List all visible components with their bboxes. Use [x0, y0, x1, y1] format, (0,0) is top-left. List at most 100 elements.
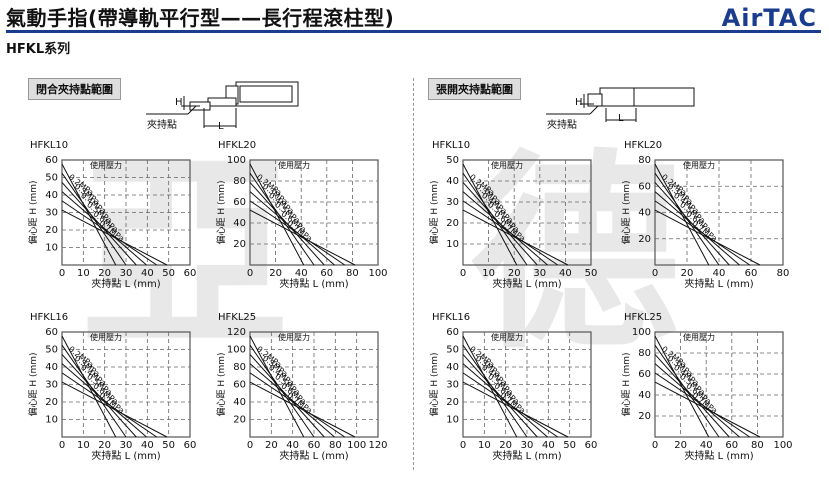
x-tick-label: 20 [98, 440, 111, 451]
y-tick-label: 80 [638, 348, 651, 359]
x-tick-label: 40 [542, 440, 555, 451]
x-tick-label: 60 [320, 268, 333, 279]
pressure-curve [462, 381, 569, 438]
x-tick-label: 40 [141, 440, 154, 451]
section-label-open: 張開夾持點範圍 [428, 78, 521, 100]
chart-title: HFKL25 [624, 312, 662, 323]
y-tick-label: 60 [45, 327, 58, 338]
section-divider [413, 78, 414, 470]
y-tick-label: 20 [233, 239, 246, 250]
y-tick-label: 40 [638, 208, 651, 219]
y-tick-label: 10 [446, 239, 459, 250]
x-tick-label: 10 [482, 268, 495, 279]
pressure-heading: 使用壓力 [90, 160, 122, 170]
x-tick-label: 0 [652, 440, 658, 451]
y-tick-label: 80 [233, 362, 246, 373]
x-axis-label: 夾持點 L (mm) [91, 277, 160, 290]
x-tick-label: 100 [773, 440, 792, 451]
y-tick-label: 80 [638, 155, 651, 166]
x-tick-label: 40 [700, 440, 713, 451]
dim-h-label: H [175, 97, 183, 108]
y-tick-label: 20 [446, 218, 459, 229]
x-tick-label: 20 [681, 268, 694, 279]
plot-frame [462, 159, 592, 266]
x-tick-label: 40 [713, 268, 726, 279]
x-tick-label: 20 [265, 440, 278, 451]
pressure-curve [61, 381, 168, 438]
pressure-curve [249, 209, 356, 266]
brand-logo: AirTAC [721, 4, 817, 32]
pressure-curve [654, 372, 751, 438]
pressure-curve [462, 372, 559, 438]
y-tick-label: 40 [45, 190, 58, 201]
plot-frame [654, 331, 784, 438]
section-label-closed: 閉合夾持點範圍 [28, 78, 121, 100]
x-tick-label: 10 [77, 268, 90, 279]
pressure-curve [654, 381, 761, 438]
y-tick-label: 20 [45, 225, 58, 236]
y-tick-label: 40 [446, 176, 459, 187]
x-tick-label: 100 [347, 440, 366, 451]
y-tick-label: 60 [233, 380, 246, 391]
x-tick-label: 10 [478, 440, 491, 451]
y-tick-label: 50 [45, 173, 58, 184]
y-tick-label: 40 [233, 218, 246, 229]
series-title: HFKL系列 [6, 42, 71, 57]
y-tick-label: 20 [446, 397, 459, 408]
x-tick-label: 60 [184, 440, 197, 451]
y-tick-label: 10 [45, 415, 58, 426]
x-tick-label: 0 [652, 268, 658, 279]
y-tick-label: 80 [233, 176, 246, 187]
y-axis-label: 偏心距 H (mm) [215, 180, 227, 244]
pressure-curve [249, 191, 335, 266]
y-tick-label: 30 [446, 197, 459, 208]
y-tick-label: 30 [45, 380, 58, 391]
x-tick-label: 0 [460, 440, 466, 451]
y-tick-label: 100 [632, 327, 651, 338]
y-tick-label: 60 [638, 369, 651, 380]
y-tick-label: 40 [638, 390, 651, 401]
x-tick-label: 20 [98, 268, 111, 279]
dim-l-label-open: L [618, 113, 624, 124]
pressure-curve [249, 381, 356, 438]
y-tick-label: 50 [45, 345, 58, 356]
x-tick-label: 30 [533, 268, 546, 279]
y-axis-label: 偏心距 H (mm) [620, 180, 632, 244]
pressure-curve [654, 191, 740, 266]
x-tick-label: 40 [286, 440, 299, 451]
x-tick-label: 60 [585, 440, 598, 451]
pressure-heading: 使用壓力 [278, 160, 310, 170]
y-axis-label: 偏心距 H (mm) [428, 180, 440, 244]
y-tick-label: 50 [446, 155, 459, 166]
pressure-curve [462, 209, 569, 266]
y-tick-label: 50 [446, 345, 459, 356]
grip-point-label: 夾持點 [147, 120, 177, 131]
x-tick-label: 20 [499, 440, 512, 451]
x-tick-label: 40 [295, 268, 308, 279]
y-axis-label: 偏心距 H (mm) [215, 352, 227, 416]
x-tick-label: 80 [329, 440, 342, 451]
dim-h-label-open: H [575, 97, 583, 108]
chart-title: HFKL20 [624, 140, 662, 151]
y-tick-label: 30 [446, 380, 459, 391]
y-tick-label: 100 [227, 345, 246, 356]
y-tick-label: 60 [45, 155, 58, 166]
x-tick-label: 40 [559, 268, 572, 279]
y-tick-label: 20 [638, 411, 651, 422]
x-tick-label: 60 [745, 268, 758, 279]
y-axis-label: 偏心距 H (mm) [620, 352, 632, 416]
pressure-curve [654, 363, 740, 438]
x-tick-label: 0 [460, 268, 466, 279]
x-tick-label: 120 [368, 440, 387, 451]
pressure-curve [249, 200, 346, 266]
x-axis-label: 夾持點 L (mm) [279, 449, 348, 462]
pressure-heading: 使用壓力 [491, 332, 523, 342]
x-tick-label: 0 [59, 268, 65, 279]
x-tick-label: 0 [59, 440, 65, 451]
pressure-heading: 使用壓力 [683, 160, 715, 170]
x-axis-label: 夾持點 L (mm) [684, 449, 753, 462]
x-axis-label: 夾持點 L (mm) [279, 277, 348, 290]
chart-title: HFKL25 [218, 312, 256, 323]
pressure-heading: 使用壓力 [90, 332, 122, 342]
